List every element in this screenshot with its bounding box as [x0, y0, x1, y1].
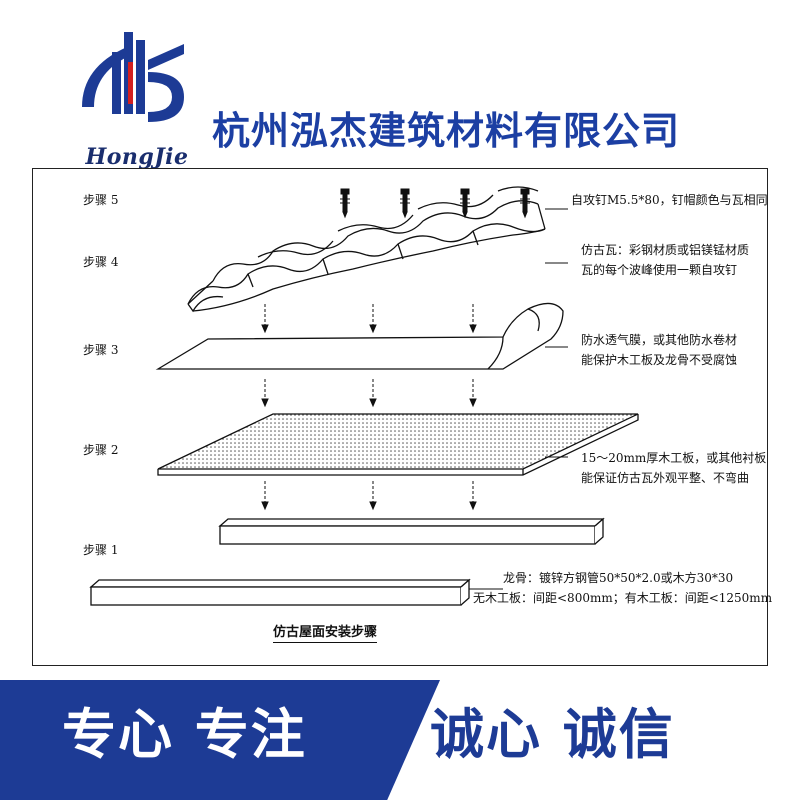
step-5-desc: 自攻钉M5.5*80，钉帽颜色与瓦相同: [571, 193, 768, 207]
diagram-caption: 仿古屋面安装步骤: [273, 621, 378, 643]
step-1-label: 步骤 1: [83, 543, 119, 557]
diagram-artwork: [89, 186, 639, 606]
company-logo: HongJie: [62, 22, 207, 170]
installation-diagram: 步骤 5 步骤 4 步骤 3 步骤 2 步骤 1 自攻钉M5.5*80，钉帽颜色…: [32, 168, 772, 666]
step-3-desc-1: 防水透气膜，或其他防水卷材: [581, 333, 738, 347]
waterproof-membrane: [155, 302, 564, 370]
step-5-label: 步骤 5: [83, 193, 119, 207]
right-slogan: 诚心 诚信: [430, 703, 675, 766]
step-3-label: 步骤 3: [83, 343, 119, 357]
step-2-desc-1: 15～20mm厚木工板，或其他衬板: [581, 451, 767, 465]
slogan-banner: [0, 680, 800, 800]
self-tapping-screws: [340, 188, 530, 219]
left-slogan: 专心 专注: [62, 703, 307, 766]
steel-joists: [89, 517, 605, 606]
header: HongJie 杭州泓杰建筑材料有限公司: [0, 0, 800, 170]
logo-text: HongJie: [85, 144, 189, 170]
step-4-desc-2: 瓦的每个波峰使用一颗自攻钉: [581, 263, 738, 277]
step-2-desc-2: 能保证仿古瓦外观平整、不弯曲: [581, 471, 750, 485]
step-1-desc-2: 无木工板：间距<800mm；有木工板：间距<1250mm: [473, 591, 773, 605]
step-2-label: 步骤 2: [83, 443, 119, 457]
company-name: 杭州泓杰建筑材料有限公司: [212, 109, 681, 153]
hongjie-logo-icon: [82, 32, 184, 122]
step-3-desc-2: 能保护木工板及龙骨不受腐蚀: [581, 353, 738, 367]
step-4-desc-1: 仿古瓦：彩钢材质或铝镁锰材质: [581, 243, 750, 257]
step-4-label: 步骤 4: [83, 255, 119, 269]
step-1-desc-1: 龙骨：镀锌方钢管50*50*2.0或木方30*30: [503, 571, 734, 585]
roof-tiles: [187, 186, 546, 313]
plywood-board: [157, 413, 639, 476]
banner-blue-block: [0, 680, 440, 800]
